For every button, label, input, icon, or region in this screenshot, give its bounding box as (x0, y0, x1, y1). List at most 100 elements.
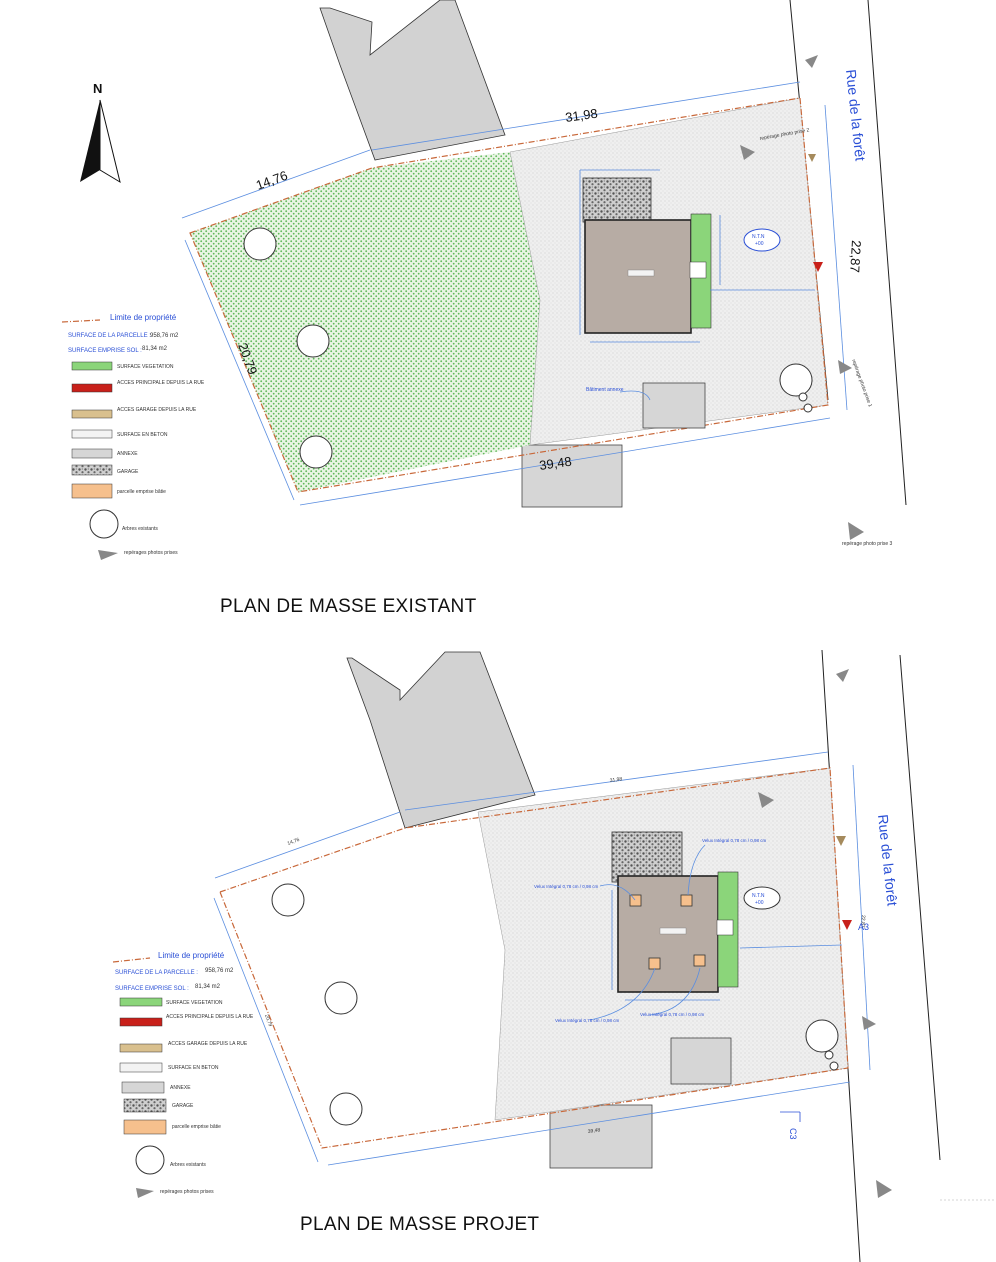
annex-bottom (521, 444, 623, 508)
legend-swatch-garage (123, 1098, 167, 1113)
tree-small (829, 1061, 839, 1071)
dim-left-top: 14,76 (254, 168, 290, 193)
velux-icon (648, 957, 661, 970)
property-limit (219, 767, 849, 1149)
legend-item-vegetation: SURFACE VEGETATION (166, 1000, 223, 1006)
house-dim-right (739, 944, 843, 949)
velux-callout (599, 884, 636, 901)
legend-surface-value: 958,76 m2 (150, 333, 179, 339)
photo-marker-icon (758, 792, 774, 808)
entry-steps (689, 261, 707, 279)
dim-line-top (404, 751, 829, 811)
dim-line-bottom (299, 417, 831, 506)
annex-callout (619, 390, 651, 401)
velux-label-4: Velux Intégral 0,78 cm / 0,98 cm (640, 1012, 705, 1017)
legend-emprise-value: 81,34 m2 (142, 346, 168, 352)
legend-item-access: ACCES PRINCIPALE DEPUIS LA RUE (117, 380, 205, 386)
legend-tree-icon (89, 509, 119, 539)
legend-surface-label: SURFACE DE LA PARCELLE : (115, 970, 198, 976)
legend-swatch-emprise (123, 1119, 167, 1135)
dim-top: 31,98 (564, 106, 598, 125)
section-marker-c3: C3 (788, 1128, 798, 1140)
tree-small (824, 1050, 834, 1060)
ntn-value: +00 (755, 241, 764, 247)
annex-inside (642, 382, 706, 429)
photo-marker-icon (836, 669, 849, 682)
plan-existant: 14,76 31,98 20,79 22,87 39,48 Rue de la … (181, 0, 907, 617)
dim-right: 22,87 (847, 240, 864, 273)
dim-bottom: 39,48 (587, 1127, 600, 1135)
annex-bottom (549, 1104, 653, 1169)
trees-existing (243, 227, 813, 469)
neighbor-building (346, 651, 536, 829)
tree (329, 1092, 363, 1126)
dim-line-left (213, 897, 319, 1163)
legend-tree-label: Arbres existants (170, 1162, 206, 1168)
legend-item-vegetation: SURFACE VEGETATION (117, 364, 174, 370)
legend-limit-swatch (112, 957, 151, 963)
garage-block (582, 177, 652, 223)
photo-marker-icon (848, 522, 864, 540)
house-footprint (584, 219, 692, 334)
street-name: Rue de la forêt (875, 814, 901, 907)
plan-existant-title: PLAN DE MASSE EXISTANT (220, 596, 477, 617)
legend-project: Limite de propriété SURFACE DE LA PARCEL… (112, 951, 254, 1198)
access-marker-icon (842, 920, 852, 930)
dim-right: 22,87 (859, 915, 866, 928)
legend-item-annex: ANNEXE (117, 451, 138, 457)
dim-line-left-top (214, 811, 401, 879)
legend-swatch-annex (121, 1081, 165, 1094)
photo-label-3: repérage photo prise 3 (842, 541, 893, 547)
dim-bottom: 39,48 (538, 454, 572, 473)
velux-callout (589, 967, 656, 1021)
velux-icon (693, 954, 706, 967)
legend-item-garage-access: ACCES GARAGE DEPUIS LA RUE (168, 1041, 248, 1047)
house-label-box (659, 927, 687, 935)
trees-existing (271, 883, 839, 1126)
ntn-ellipse (743, 886, 781, 910)
legend-existing: Limite de propriété SURFACE DE LA PARCEL… (61, 313, 205, 560)
tree (299, 435, 333, 469)
velux-windows (629, 894, 706, 970)
legend-limit-swatch (61, 319, 101, 323)
legend-surface-value: 958,76 m2 (205, 968, 234, 974)
dim-left-top: 14,76 (287, 837, 301, 847)
legend-swatch-vegetation (71, 361, 113, 371)
photo-markers (758, 669, 892, 1198)
road-edge-right (867, 0, 907, 506)
access-marker-icon (808, 154, 816, 162)
tree (324, 981, 358, 1015)
tree-small (798, 392, 808, 402)
plan-projet: 14,76 31,98 20,79 22,87 39,48 Rue de la … (213, 649, 941, 1262)
legend-item-garage: GARAGE (117, 469, 139, 475)
entry-steps (716, 919, 734, 936)
velux-icon (629, 894, 642, 907)
legend-swatch-access (71, 383, 113, 393)
legend-swatch-garage-access (71, 409, 113, 419)
annex-label: Bâtiment annexe (586, 387, 624, 393)
north-label: N (93, 81, 102, 96)
neighbor-building (319, 0, 506, 161)
dim-line-top (371, 81, 801, 151)
dim-top: 31,98 (609, 776, 622, 784)
street-name: Rue de la forêt (843, 69, 869, 162)
legend-limit-label: Limite de propriété (110, 313, 177, 322)
legend-swatch-concrete (71, 429, 113, 439)
section-marker-a3: A3 (858, 922, 869, 932)
tree (243, 227, 277, 261)
velux-callout (649, 967, 701, 1016)
dim-left: 20,79 (263, 1014, 273, 1028)
legend-swatch-emprise (71, 483, 113, 499)
legend-surface-label: SURFACE DE LA PARCELLE : (68, 333, 151, 339)
property-limit (189, 97, 829, 493)
ntn-value: +00 (755, 900, 764, 906)
photo-marker-icon (876, 1180, 892, 1198)
legend-item-garage: GARAGE (172, 1103, 194, 1109)
road-edge-right (899, 654, 941, 1161)
north-arrow-icon: N (80, 81, 121, 184)
velux-icon (680, 894, 693, 907)
legend-item-concrete: SURFACE EN BETON (168, 1065, 219, 1071)
access-marker-icon (836, 836, 846, 846)
legend-photo-icon (98, 550, 118, 560)
